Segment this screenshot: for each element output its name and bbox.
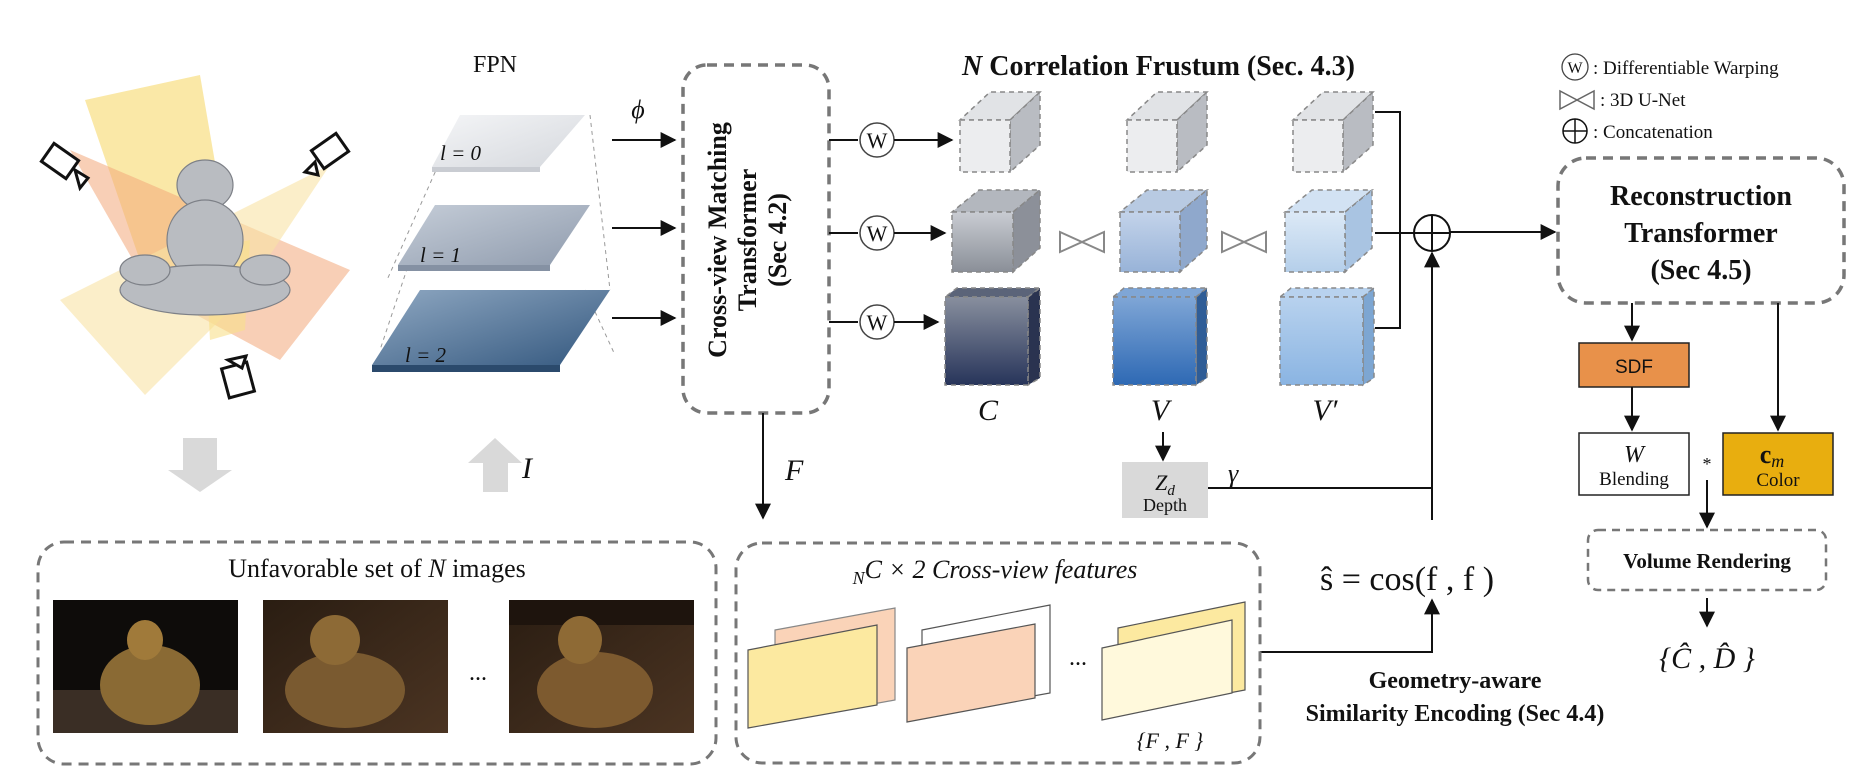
cross-view-features-title: NC × 2 Cross-view features [852,555,1138,588]
cube-v-2 [1110,286,1210,387]
volume-rendering-box [1586,528,1828,592]
similarity-title-2: Similarity Encoding (Sec 4.4) [1306,701,1605,727]
depth-box [1122,462,1208,518]
unet-icon [1059,230,1085,254]
recon-title-1: Reconstruction [1610,181,1792,212]
svg-text:(Sec 4.2): (Sec 4.2) [763,193,792,287]
cube-vp-0 [1291,90,1375,174]
legend: W : Differentiable Warping : 3D U-Net : … [1559,53,1779,144]
feature-pair [906,604,1051,723]
legend-warping: : Differentiable Warping [1593,58,1779,79]
cube-vp-1 [1282,188,1375,274]
image-ellipsis: ... [469,660,487,686]
cross-view-transformer-label: Cross-view Matching Transformer (Sec 4.2… [703,122,792,358]
svg-text:Cross-view Matching: Cross-view Matching [703,122,732,358]
cube-v-1 [1117,188,1210,274]
legend-concat: : Concatenation [1593,122,1713,143]
down-arrow-icon [168,438,232,492]
svg-text:W: W [867,310,888,335]
cube-c-1 [949,188,1043,274]
fpn-level-1 [398,205,590,265]
depth-symbol: Zd [1155,470,1175,499]
unet-icon [1559,89,1579,111]
cube-label-v: V [1151,394,1173,427]
statue-mesh [119,159,291,316]
warp-row-1: W [829,215,947,251]
fpn-level-0 [432,115,585,167]
volume-rendering-label: Volume Rendering [1623,549,1791,573]
recon-title-3: (Sec 4.5) [1650,255,1751,286]
sdf-label: SDF [1615,357,1653,378]
similarity-title-1: Geometry-aware [1369,668,1542,694]
cube-label-vp: V′ [1313,394,1338,427]
cube-c-2 [942,286,1043,387]
blending-box [1578,432,1690,496]
reconstruction-transformer-box [1556,156,1846,305]
svg-text:W: W [1567,60,1583,77]
svg-text:W: W [867,221,888,246]
cube-c-0 [958,90,1042,174]
recon-title-2: Transformer [1624,218,1777,249]
fpn-level-label: l = 1 [420,243,461,267]
unfavorable-title: Unfavorable set of N images [228,554,525,583]
color-box [1722,432,1834,496]
blending-label: Blending [1599,469,1669,490]
scene-illustration [39,75,351,400]
feature-pair [747,607,896,729]
fpn-pyramid [372,114,616,372]
input-image [53,600,238,733]
gamma-symbol: γ [1228,459,1239,488]
camera-icon [302,131,351,178]
fpn-level-label: l = 0 [440,141,482,165]
input-image [509,600,694,733]
cross-view-transformer-box [681,63,831,415]
fpn-level-label: l = 2 [405,343,447,367]
cube-v-0 [1125,90,1209,174]
legend-unet: : 3D U-Net [1600,90,1686,111]
phi-symbol: ϕ [631,95,644,124]
similarity-formula: ŝ = cos(f , f ) [1320,561,1494,598]
blending-symbol: W [1624,442,1646,468]
up-arrow-icon [468,438,522,492]
cube-grid [942,90,1377,387]
warp-row-2: W [829,304,940,340]
depth-label: Depth [1143,495,1187,515]
cube-label-c: C [978,394,999,427]
camera-icon [219,353,257,400]
color-symbol: cm [1760,440,1785,471]
warp-row-0: W [829,122,954,158]
sdf-box [1578,342,1690,388]
svg-text:Transformer: Transformer [733,169,762,311]
frustum-title: N Correlation Frustum (Sec. 4.3) [961,51,1355,82]
input-image [263,600,448,733]
fpn-level-2 [372,290,610,365]
feature-ellipsis: ... [1069,645,1087,671]
color-label: Color [1756,470,1800,491]
cube-vp-2 [1277,286,1377,387]
svg-text:W: W [867,128,888,153]
fpn-label: FPN [473,52,517,78]
f-symbol: F [784,454,804,487]
star-symbol: * [1703,454,1712,474]
camera-icon [39,141,91,192]
warp-icon [1561,53,1589,81]
input-symbol: I [521,452,534,485]
feature-set-label: {F , F } [1137,728,1204,753]
unet-icon [1221,230,1247,254]
feature-pair [1101,601,1246,721]
output-label: {Ĉ , D̂ } [1659,642,1755,675]
